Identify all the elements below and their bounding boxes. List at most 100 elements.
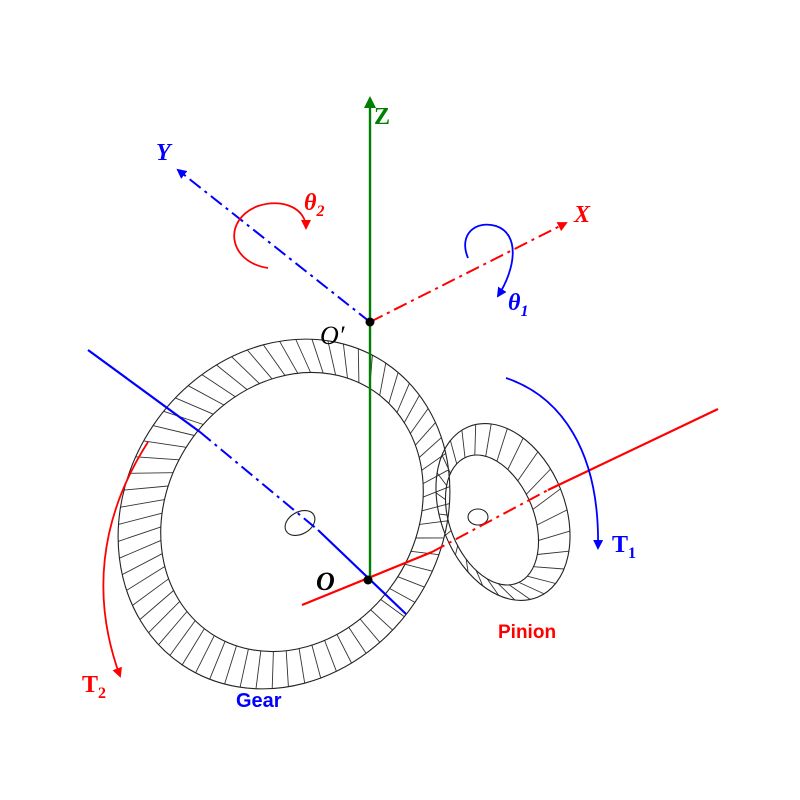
x-axis-label: X <box>573 202 591 228</box>
theta2-label: θ2 <box>304 190 324 220</box>
gear-tooth <box>359 618 381 643</box>
gear-tooth <box>143 440 187 448</box>
theta1-rotation-arrow <box>464 223 514 298</box>
ring-gear-hub-hole <box>284 510 316 536</box>
gear-tooth <box>298 648 306 684</box>
gear-tooth <box>135 456 180 461</box>
gear-tooth <box>201 374 236 398</box>
torque2-label: T2 <box>82 672 106 702</box>
gear-tooth <box>388 372 399 404</box>
gear-tooth <box>357 348 360 383</box>
gear-tooth <box>285 650 289 687</box>
torque1-label: T1 <box>612 532 636 562</box>
gear-tooth <box>380 599 405 618</box>
gear-tooth <box>118 512 163 525</box>
gear-tooth <box>379 363 387 396</box>
theta2-rotation-arrow <box>233 202 311 269</box>
torque1-arrow <box>505 377 604 550</box>
gear-tooth <box>527 575 556 584</box>
pinion-teeth <box>435 423 571 601</box>
gear-tooth <box>324 640 337 672</box>
gear-tooth <box>216 364 248 390</box>
gear-tooth <box>262 344 286 376</box>
origin-prime-label: O′ <box>320 321 345 350</box>
gear-tooth <box>148 601 181 634</box>
z-axis-label: Z <box>374 104 390 130</box>
gear-tooth <box>389 588 416 603</box>
pinion-outer-rim <box>435 423 571 601</box>
gear-tooth <box>126 566 166 591</box>
gear-tooth <box>327 340 337 376</box>
gear-tooth <box>132 578 169 606</box>
gear-tooth <box>496 428 508 462</box>
ring-gear-outer-rim <box>117 338 451 690</box>
gear-tooth <box>485 423 492 457</box>
x-axis <box>369 222 568 323</box>
gear-tooth <box>419 520 448 525</box>
gear-tooth <box>119 539 162 559</box>
gear-tooth <box>533 566 565 570</box>
gear-tooth <box>474 424 477 456</box>
gear-tooth <box>404 563 433 572</box>
gear-tooth <box>139 590 174 620</box>
gear-tooth <box>279 341 299 374</box>
ring-gear-inner-rim <box>160 371 424 653</box>
gear-tooth <box>342 343 348 379</box>
gear-tooth <box>187 385 225 406</box>
gear-tooth <box>246 349 273 380</box>
gear-tooth <box>418 437 442 458</box>
pinion-gear <box>435 423 571 601</box>
gear-tooth <box>415 422 436 446</box>
theta1-label: θ1 <box>508 290 528 320</box>
gear-tooth <box>239 648 249 688</box>
gear-tooth <box>163 410 204 425</box>
gear-tooth <box>422 486 450 498</box>
gear-tooth <box>435 492 446 500</box>
gear-tooth <box>255 650 262 689</box>
gear-tooth <box>348 627 367 654</box>
gear-tooth <box>403 395 420 423</box>
gear-tooth <box>465 559 469 573</box>
ring-gear <box>117 338 451 690</box>
gear-tooth <box>449 440 458 464</box>
ring-gear-teeth <box>118 339 450 689</box>
gear-tooth <box>209 641 226 680</box>
gear-tooth <box>445 530 452 536</box>
gear-tooth <box>454 545 459 556</box>
gear-tooth <box>532 488 561 510</box>
origin-point <box>363 575 373 585</box>
gear-tooth <box>396 383 410 413</box>
gear-tooth <box>518 581 545 595</box>
gear-tooth <box>410 408 429 434</box>
gear-tooth <box>121 553 163 575</box>
gear-tooth <box>224 645 237 685</box>
gear-tooth <box>175 397 214 415</box>
pinion-inner-face <box>444 454 540 586</box>
gear-tooth <box>123 485 169 491</box>
pinion-hub-hole <box>467 508 489 526</box>
gear-tooth <box>497 583 516 601</box>
gear-tooth <box>195 635 215 674</box>
gear-axis <box>87 349 407 615</box>
y-axis-label: Y <box>156 140 173 166</box>
gear-tooth <box>525 468 551 495</box>
gear-tooth <box>538 530 571 541</box>
pinion-label: Pinion <box>498 622 556 643</box>
gear-tooth <box>421 503 450 512</box>
gear-tooth <box>536 509 568 526</box>
gear-tooth <box>295 339 312 373</box>
gear-tooth <box>475 570 484 587</box>
gear-tooth <box>441 454 451 474</box>
gear-tooth <box>129 472 174 474</box>
gear-tooth <box>410 550 439 556</box>
origin-label: O <box>316 567 335 596</box>
gear-tooth <box>181 628 205 666</box>
origin-prime-point <box>365 317 375 327</box>
gear-tooth <box>271 651 274 689</box>
gear-tooth <box>311 644 322 679</box>
gear-tooth <box>231 356 260 384</box>
gear-tooth <box>438 513 448 516</box>
gear-tooth <box>508 584 531 600</box>
gear-tooth <box>158 611 188 645</box>
